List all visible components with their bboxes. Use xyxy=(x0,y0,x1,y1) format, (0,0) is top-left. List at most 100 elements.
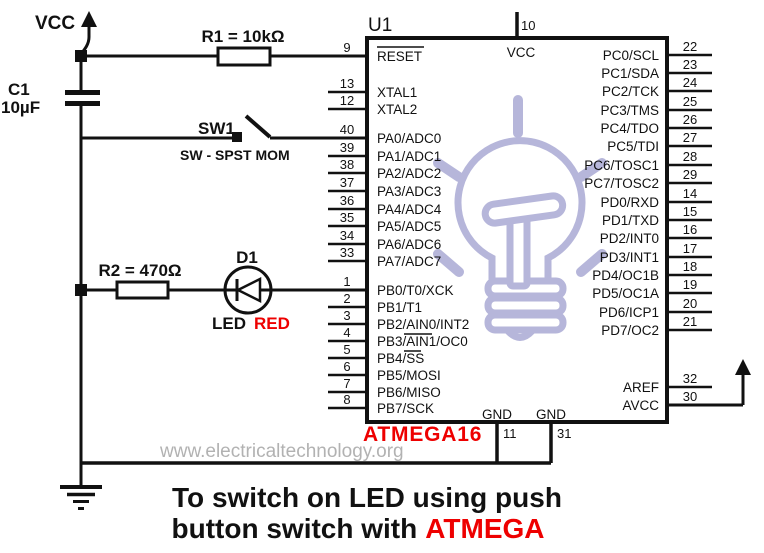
sw1-contact-dot xyxy=(232,132,242,142)
svg-text:PD5/OC1A: PD5/OC1A xyxy=(592,286,659,301)
pin-label: VCC xyxy=(507,45,536,60)
svg-text:PC4/TDO: PC4/TDO xyxy=(600,121,659,136)
pin-right-30: 30 AVCC xyxy=(622,359,751,413)
vcc-arrowhead xyxy=(81,11,97,27)
resistor-r2-body xyxy=(115,280,170,300)
svg-text:PA7/ADC7: PA7/ADC7 xyxy=(377,254,441,269)
svg-text:PA5/ADC5: PA5/ADC5 xyxy=(377,219,441,234)
svg-text:XTAL2: XTAL2 xyxy=(377,102,417,117)
svg-text:9: 9 xyxy=(343,40,350,55)
svg-text:36: 36 xyxy=(340,193,354,208)
pin-number: 11 xyxy=(503,426,517,441)
svg-text:29: 29 xyxy=(683,167,697,182)
sw1-ref-label: SW1 xyxy=(198,119,235,138)
svg-text:PA2/ADC2: PA2/ADC2 xyxy=(377,166,441,181)
svg-text:5: 5 xyxy=(343,342,350,357)
ic-designator: U1 xyxy=(368,15,392,36)
svg-text:RESET: RESET xyxy=(377,49,422,64)
svg-text:AVCC: AVCC xyxy=(622,398,659,413)
avcc-arrowhead xyxy=(735,359,751,375)
svg-text:PD4/OC1B: PD4/OC1B xyxy=(592,268,659,283)
svg-text:17: 17 xyxy=(683,241,697,256)
svg-text:PB0/T0/XCK: PB0/T0/XCK xyxy=(377,283,454,298)
svg-text:PB4/SS: PB4/SS xyxy=(377,351,424,366)
svg-text:1: 1 xyxy=(343,274,350,289)
capacitor-c1 xyxy=(65,56,100,463)
svg-text:PA0/ADC0: PA0/ADC0 xyxy=(377,131,441,146)
resistor-r1 xyxy=(81,46,367,67)
svg-text:30: 30 xyxy=(683,389,697,404)
svg-text:34: 34 xyxy=(340,228,354,243)
svg-text:24: 24 xyxy=(683,75,697,90)
led-label-red: RED xyxy=(254,314,290,333)
switch-sw1 xyxy=(81,114,367,142)
c1-plate-bottom xyxy=(65,101,100,106)
svg-text:PA1/ADC1: PA1/ADC1 xyxy=(377,149,441,164)
svg-text:PC2/TCK: PC2/TCK xyxy=(602,84,659,99)
pin-label: GND xyxy=(536,407,566,422)
svg-text:PB5/MOSI: PB5/MOSI xyxy=(377,368,441,383)
svg-text:PB7/SCK: PB7/SCK xyxy=(377,401,434,416)
svg-text:25: 25 xyxy=(683,94,697,109)
svg-text:PB1/T1: PB1/T1 xyxy=(377,300,422,315)
pin-number: 31 xyxy=(557,426,571,441)
r2-value-label: R2 = 470Ω xyxy=(98,261,181,280)
ground-net xyxy=(60,424,553,510)
svg-text:22: 22 xyxy=(683,39,697,54)
svg-text:20: 20 xyxy=(683,296,697,311)
svg-text:PB3/AIN1/OC0: PB3/AIN1/OC0 xyxy=(377,334,468,349)
svg-text:39: 39 xyxy=(340,140,354,155)
pin-label: GND xyxy=(482,407,512,422)
svg-text:PC3/TMS: PC3/TMS xyxy=(600,103,659,118)
svg-text:PD2/INT0: PD2/INT0 xyxy=(600,231,659,246)
junction-dot xyxy=(75,284,87,296)
svg-text:PA6/ADC6: PA6/ADC6 xyxy=(377,237,441,252)
vcc-label: VCC xyxy=(35,13,75,34)
pin-number: 10 xyxy=(521,18,535,33)
light-bulb-watermark-icon xyxy=(433,95,607,341)
c1-value-label: 10µF xyxy=(1,98,40,117)
svg-text:15: 15 xyxy=(683,204,697,219)
svg-text:XTAL1: XTAL1 xyxy=(377,85,417,100)
svg-text:PD6/ICP1: PD6/ICP1 xyxy=(599,305,659,320)
ic-part-name: ATMEGA16 xyxy=(363,423,482,446)
svg-text:PD0/RXD: PD0/RXD xyxy=(600,195,659,210)
sw1-type-label: SW - SPST MOM xyxy=(180,147,290,163)
caption-line1: To switch on LED using push xyxy=(172,482,562,513)
led-label-black: LED xyxy=(212,314,246,333)
svg-text:PC0/SCL: PC0/SCL xyxy=(603,48,660,63)
svg-text:PA3/ADC3: PA3/ADC3 xyxy=(377,184,441,199)
sw1-lever xyxy=(244,114,272,139)
svg-text:32: 32 xyxy=(683,371,697,386)
svg-text:PD3/INT1: PD3/INT1 xyxy=(600,250,659,265)
svg-text:PC1/SDA: PC1/SDA xyxy=(601,66,659,81)
svg-text:PA4/ADC4: PA4/ADC4 xyxy=(377,202,442,217)
svg-text:PC6/TOSC1: PC6/TOSC1 xyxy=(584,158,659,173)
